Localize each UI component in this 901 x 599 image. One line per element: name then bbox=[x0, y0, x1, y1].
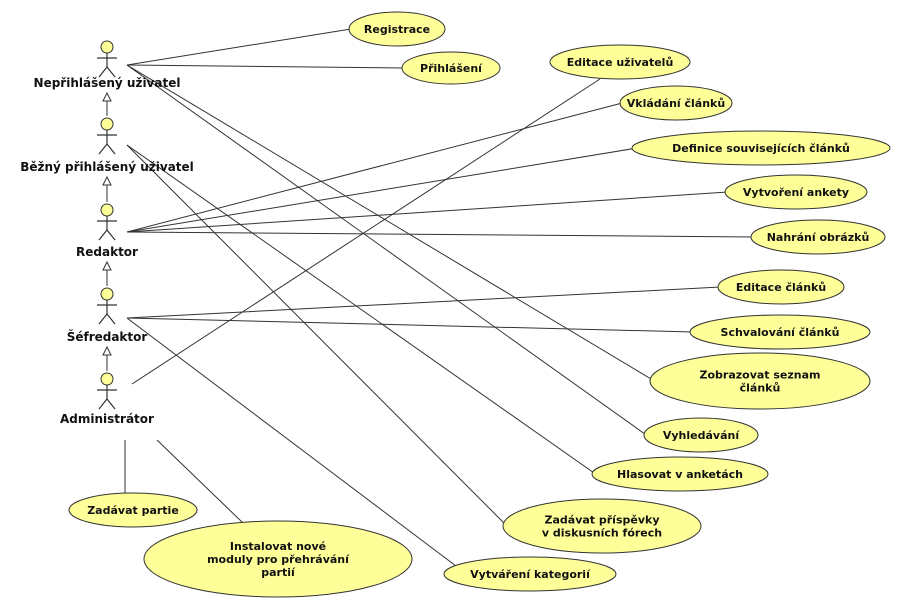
actor-label: Běžný přihlášený uživatel bbox=[20, 160, 194, 174]
use-case-vytvareni-kategorii: Vytváření kategorií bbox=[443, 556, 617, 592]
use-case-label: Registrace bbox=[364, 23, 430, 36]
use-case-editace-uzivatelu: Editace uživatelů bbox=[549, 44, 691, 80]
association-redaktor-vkladani-clanku bbox=[126, 102, 623, 233]
actor-bezny: Běžný přihlášený uživatel bbox=[20, 117, 194, 174]
association-neprihlaseny-vyhledavani bbox=[126, 64, 647, 436]
use-case-label: partií bbox=[261, 566, 296, 579]
association-neprihlaseny-prihlaseni bbox=[126, 64, 404, 69]
use-case-ellipse bbox=[643, 417, 759, 453]
use-case-definice-souvisejicich: Definice souvisejících článků bbox=[631, 130, 891, 166]
use-case-label: Instalovat nové bbox=[230, 540, 326, 553]
generalization-arrow-icon bbox=[102, 175, 112, 186]
use-case-nahrani-obrazku: Nahrání obrázků bbox=[750, 219, 886, 255]
use-case-label: Vyhledávání bbox=[663, 429, 740, 442]
actor-label: Redaktor bbox=[76, 245, 138, 259]
use-case-label: v diskusních fórech bbox=[542, 527, 662, 540]
use-case-ellipse bbox=[401, 51, 501, 85]
use-case-editace-clanku: Editace článků bbox=[717, 269, 845, 305]
use-case-ellipse bbox=[689, 314, 871, 350]
connector-layer bbox=[102, 28, 754, 567]
generalization-arrow-icon bbox=[102, 91, 112, 102]
use-case-label: Definice souvisejících článků bbox=[672, 142, 850, 155]
use-case-ellipse bbox=[502, 498, 702, 554]
use-case-ellipse bbox=[443, 556, 617, 592]
use-case-label: Zobrazovat seznam bbox=[699, 369, 820, 382]
actor-redaktor: Redaktor bbox=[76, 203, 138, 259]
association-redaktor-nahrani-obrazku bbox=[126, 231, 754, 238]
use-case-ellipse bbox=[750, 219, 886, 255]
use-case-label: moduly pro přehrávání bbox=[207, 553, 350, 566]
use-case-vyhledavani: Vyhledávání bbox=[643, 417, 759, 453]
use-case-label: Hlasovat v anketách bbox=[617, 468, 743, 481]
actor-figure-icon bbox=[97, 287, 117, 325]
association-sefredaktor-schvalovani-clanku bbox=[126, 317, 694, 333]
use-case-prihlaseni: Přihlášení bbox=[401, 51, 501, 85]
use-case-label: Schvalování článků bbox=[721, 326, 840, 339]
use-case-label: Nahrání obrázků bbox=[767, 231, 870, 244]
use-case-hlasovat: Hlasovat v anketách bbox=[591, 456, 769, 492]
actor-label: Administrátor bbox=[60, 412, 154, 426]
use-case-vytvoreni-ankety: Vytvoření ankety bbox=[724, 174, 868, 210]
generalization-arrow-icon bbox=[102, 345, 112, 356]
use-case-label: článků bbox=[740, 382, 781, 395]
use-case-ellipse bbox=[549, 44, 691, 80]
use-case-label: Vytváření kategorií bbox=[470, 568, 591, 581]
generalization-arrow-icon bbox=[102, 260, 112, 271]
use-case-label: Zadávat příspěvky bbox=[545, 514, 660, 527]
use-case-ellipse bbox=[631, 130, 891, 166]
use-case-label: Zadávat partie bbox=[87, 504, 179, 517]
use-case-label: Přihlášení bbox=[420, 62, 483, 75]
use-case-ellipse bbox=[717, 269, 845, 305]
actor-figure-icon bbox=[97, 372, 117, 410]
use-case-ellipse bbox=[649, 352, 871, 410]
actor-neprihlaseny: Nepřihlášený uživatel bbox=[34, 40, 181, 90]
association-neprihlaseny-zobrazovat-seznam bbox=[126, 64, 655, 382]
association-administrator-instalovat-moduly bbox=[156, 439, 244, 524]
use-case-ellipse bbox=[591, 456, 769, 492]
actor-figure-icon bbox=[97, 40, 117, 78]
use-case-ellipse bbox=[348, 11, 446, 47]
use-case-ellipse bbox=[619, 85, 733, 121]
association-neprihlaseny-registrace bbox=[126, 28, 351, 66]
association-sefredaktor-editace-clanku bbox=[126, 286, 721, 319]
association-administrator-editace-uzivatelu bbox=[131, 78, 601, 385]
use-case-label: Editace uživatelů bbox=[567, 56, 674, 69]
use-case-vkladani-clanku: Vkládání článků bbox=[619, 85, 733, 121]
use-case-zadavat-partie: Zadávat partie bbox=[68, 492, 198, 528]
use-case-ellipse bbox=[724, 174, 868, 210]
actor-label: Nepřihlášený uživatel bbox=[34, 76, 181, 90]
association-bezny-hlasovat bbox=[126, 144, 596, 475]
association-bezny-zadavat-prispevky bbox=[126, 144, 508, 527]
actor-figure-icon bbox=[97, 117, 117, 155]
use-case-schvalovani-clanku: Schvalování článků bbox=[689, 314, 871, 350]
actor-sefredaktor: Šéfredaktor bbox=[67, 287, 148, 344]
use-case-label: Vytvoření ankety bbox=[743, 186, 849, 199]
use-case-ellipse bbox=[68, 492, 198, 528]
actor-administrator: Administrátor bbox=[60, 372, 154, 426]
actor-label: Šéfredaktor bbox=[67, 329, 148, 344]
use-case-label: Vkládání článků bbox=[627, 97, 725, 110]
association-redaktor-definice-souvisejicich bbox=[126, 147, 638, 233]
association-redaktor-vytvoreni-ankety bbox=[126, 191, 728, 233]
association-sefredaktor-vytvareni-kategorii bbox=[126, 317, 457, 567]
use-case-ellipse bbox=[143, 520, 413, 598]
use-case-registrace: Registrace bbox=[348, 11, 446, 47]
actor-figure-icon bbox=[97, 203, 117, 241]
use-case-label: Editace článků bbox=[736, 281, 826, 294]
